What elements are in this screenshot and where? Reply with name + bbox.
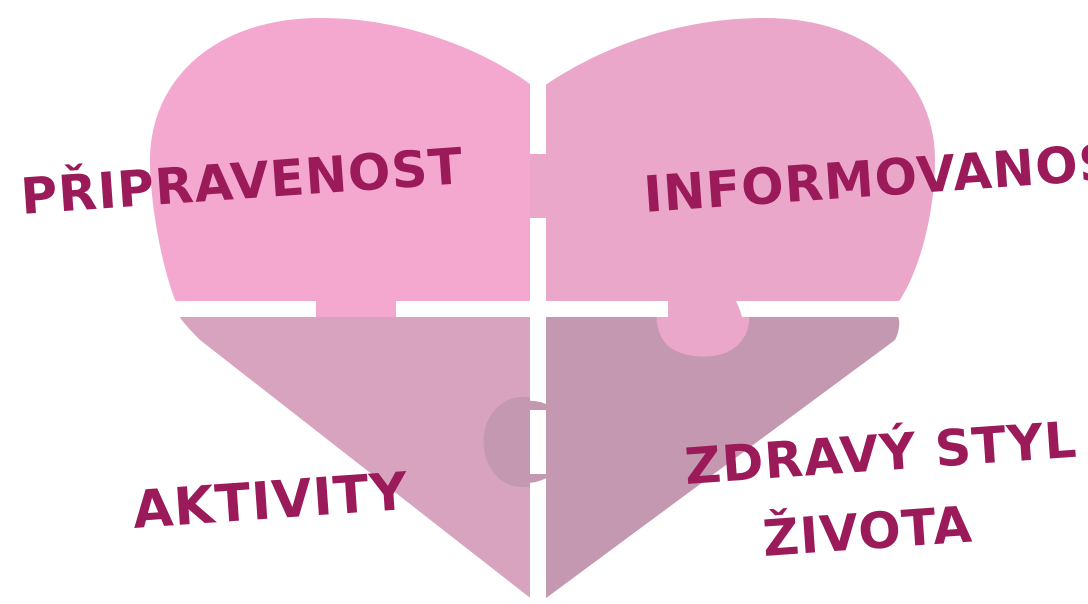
label-aktivity: AKTIVITY (131, 462, 411, 541)
piece-top-left (150, 18, 530, 301)
piece-top-right (546, 18, 935, 301)
piece-bottom-right (546, 317, 900, 599)
knob-top-right-left-bridge (530, 144, 599, 225)
horizontal-gap (0, 301, 1088, 317)
label-zivota: ŽIVOTA (761, 494, 975, 568)
knob-top-right-down-bridge (664, 301, 743, 355)
knob-bottom-right-left-bridge (489, 400, 550, 484)
piece-bottom-left (180, 317, 530, 598)
knob-top-left-down-bridge (307, 252, 404, 317)
